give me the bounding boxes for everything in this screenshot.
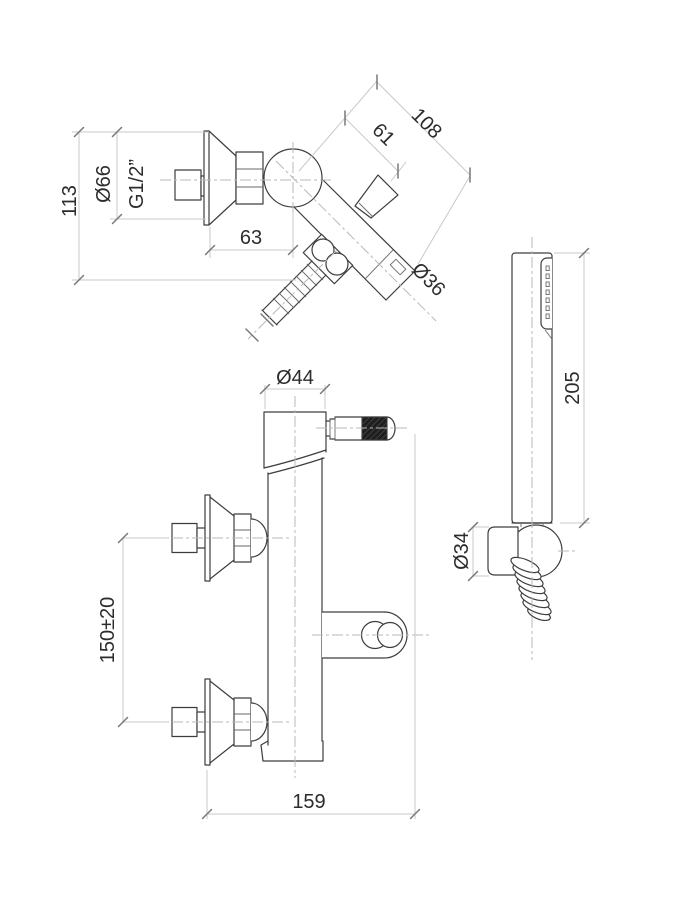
front-view: Ø44 150±20 159 bbox=[97, 367, 432, 820]
hand-shower-view: 205 Ø34 bbox=[451, 237, 590, 660]
inlet-fitting bbox=[174, 169, 202, 201]
dim-159: 159 bbox=[201, 434, 421, 820]
dim-label-o44: Ø44 bbox=[276, 367, 314, 389]
mixer-front-body bbox=[260, 411, 327, 762]
dim-label-205: 205 bbox=[562, 371, 584, 404]
dim-label-o34: Ø34 bbox=[451, 532, 473, 570]
connection-nut bbox=[235, 151, 264, 205]
corrugated-hose bbox=[261, 260, 327, 326]
holder-body bbox=[487, 526, 519, 576]
dim-61-108: 61 108 bbox=[298, 74, 471, 265]
dim-66-thread: Ø66 G1/2” bbox=[93, 126, 206, 225]
aerator bbox=[389, 258, 407, 276]
dim-label-150: 150±20 bbox=[97, 597, 119, 664]
spiral-hose bbox=[510, 556, 552, 622]
dim-205: 205 bbox=[554, 247, 590, 529]
dim-63: 63 bbox=[204, 212, 299, 258]
dim-label-o36: Ø36 bbox=[407, 259, 449, 301]
dim-label-108: 108 bbox=[407, 104, 446, 143]
spray-face bbox=[540, 257, 553, 340]
dim-label-159: 159 bbox=[292, 791, 325, 813]
dim-label-o66: Ø66 bbox=[93, 165, 115, 203]
diverter-knob bbox=[354, 174, 399, 219]
dim-label-thread: G1/2” bbox=[126, 159, 148, 209]
dim-label-63: 63 bbox=[240, 227, 262, 249]
top-view: 113 Ø66 G1/2” 63 61 bbox=[59, 74, 471, 342]
dim-label-113: 113 bbox=[59, 185, 81, 217]
dim-113: 113 bbox=[59, 126, 296, 286]
dim-44: Ø44 bbox=[259, 367, 331, 409]
hose-connection bbox=[302, 233, 354, 285]
lever-handle bbox=[325, 416, 396, 441]
dim-150: 150±20 bbox=[97, 532, 168, 728]
dim-34: Ø34 bbox=[451, 521, 489, 582]
